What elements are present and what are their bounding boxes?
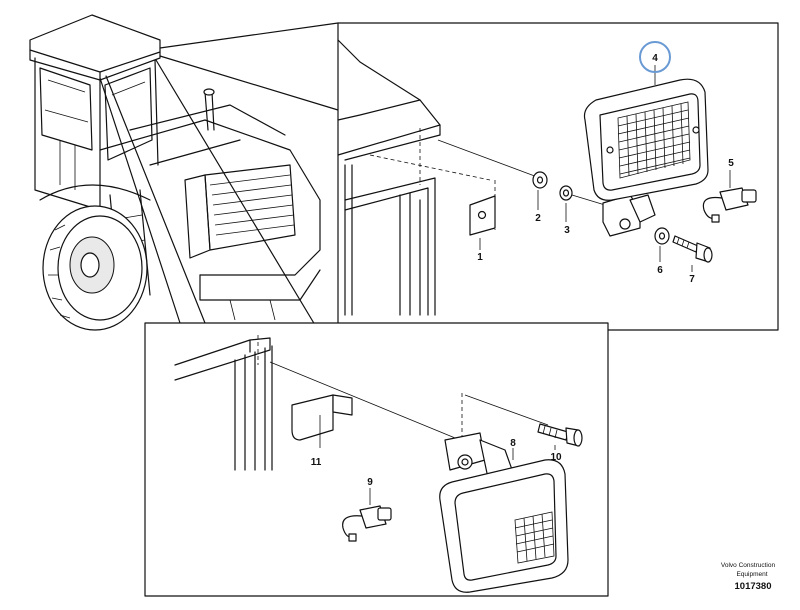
wheel-loader-illustration [29, 14, 321, 331]
brand-line-2: Equipment [736, 571, 767, 578]
callout-11: 11 [311, 457, 322, 468]
leader-lines [99, 22, 339, 351]
callout-10: 10 [550, 452, 562, 463]
callout-3: 3 [564, 225, 570, 236]
wheel [42, 205, 148, 331]
callout-6: 6 [657, 265, 663, 276]
washer-part-3 [559, 185, 573, 201]
brand-line-1: Volvo Construction [721, 562, 776, 569]
callout-9: 9 [367, 477, 373, 488]
callout-1: 1 [477, 252, 483, 263]
document-number: 1017380 [735, 581, 772, 592]
mounting-bracket-part-8 [444, 432, 516, 479]
callout-7: 7 [689, 274, 695, 285]
bracket-part-11 [291, 394, 353, 448]
highlight-ring [639, 41, 671, 73]
bracket-part-1 [469, 180, 496, 236]
bolt-part-7 [672, 235, 713, 263]
work-lamp-part-4 [583, 78, 709, 201]
lamp-grille-bottom [514, 511, 555, 564]
lamp-grille [617, 101, 691, 179]
detail-box-top [337, 22, 779, 331]
callout-5: 5 [728, 158, 734, 169]
washer-part-2 [532, 171, 548, 189]
washer-part-6 [654, 227, 670, 245]
callout-4: 4 [652, 53, 658, 64]
detail-box-bottom [144, 322, 609, 597]
bolt-part-10 [537, 423, 583, 447]
work-lamp-bottom [439, 459, 569, 593]
callout-8: 8 [510, 438, 516, 449]
bulb-part-5 [702, 187, 757, 223]
callout-2: 2 [535, 213, 541, 224]
bulb-part-9 [342, 505, 392, 542]
